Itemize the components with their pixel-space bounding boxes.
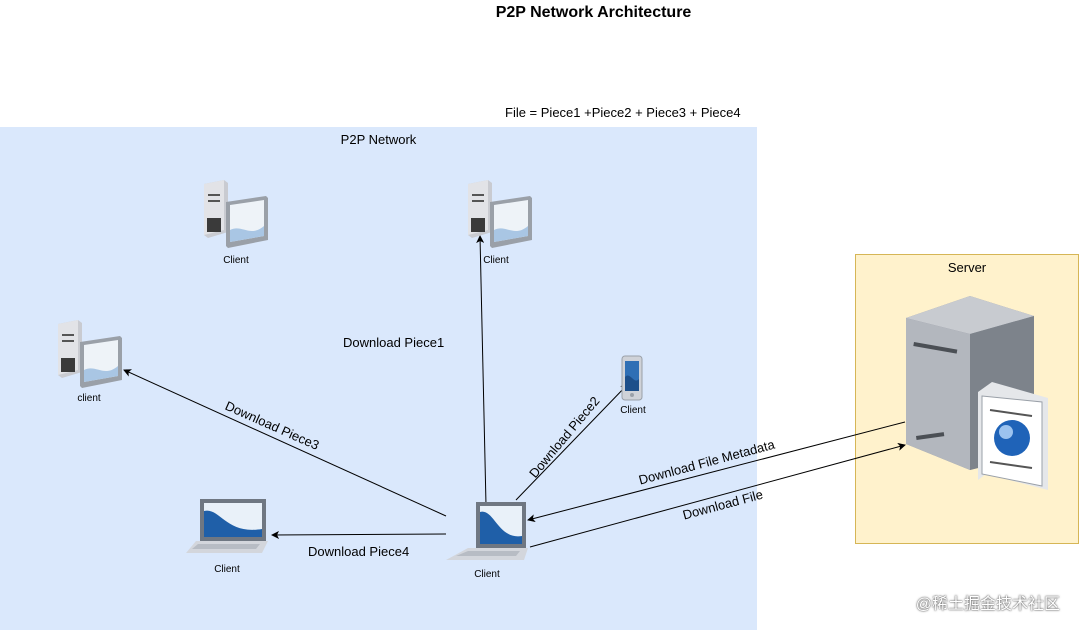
node-label-client: Client (474, 569, 500, 580)
node-label-client: client (77, 393, 101, 404)
p2p-network-label: P2P Network (340, 132, 417, 147)
node-label-client: Client (483, 255, 509, 266)
desktop-client-icon (468, 180, 532, 248)
laptop-client-icon (186, 499, 268, 553)
diagram-title: P2P Network Architecture (495, 4, 692, 21)
arrow-piece2 (515, 383, 629, 501)
desktop-client-icon (204, 180, 268, 248)
node-label-client: Client (620, 405, 646, 416)
arrow-piece4 (271, 530, 447, 539)
laptop-client-icon (446, 502, 528, 560)
server-icon (906, 296, 1048, 490)
node-label-client: Client (223, 255, 249, 266)
desktop-client-icon (58, 320, 122, 388)
file-formula: File = Piece1 +Piece2 + Piece3 + Piece4 (505, 105, 741, 120)
edge-label-piece4: Download Piece4 (308, 544, 410, 559)
arrow-piece1 (476, 235, 487, 506)
server-group-label: Server (947, 260, 987, 275)
node-label-client: Client (214, 564, 240, 575)
edge-label-piece1: Download Piece1 (343, 335, 445, 350)
arrow-file-metadata (527, 421, 906, 523)
arrow-piece3 (123, 369, 447, 517)
watermark-text: @稀土掘金技术社区 (915, 596, 1060, 613)
arrow-download-file (529, 442, 906, 548)
mobile-client-icon (621, 355, 643, 401)
